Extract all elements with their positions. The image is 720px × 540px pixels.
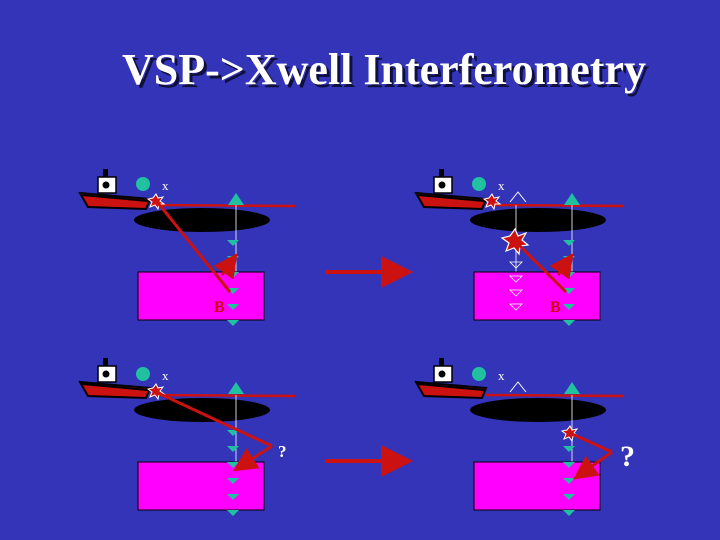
panel-top-left: x B: [79, 168, 296, 326]
anomaly-lens: [134, 208, 270, 232]
panel-top-right: x B: [415, 168, 625, 326]
virtual-well-triangle: [509, 191, 527, 203]
well-triangle-icon: [228, 193, 244, 205]
x-mark-label: x: [162, 178, 169, 193]
ray-up: [213, 253, 238, 280]
ray-down: [516, 242, 568, 294]
sea-surface-line: [149, 393, 296, 398]
buoy-icon: [136, 177, 150, 191]
sea-surface-line: [485, 393, 625, 398]
sea-surface-line: [485, 203, 625, 208]
ray-return: [573, 450, 613, 480]
panel-bottom-right: x ?: [415, 357, 635, 516]
x-mark-label: x: [498, 368, 505, 383]
panel-bottom-left: x ?: [79, 357, 296, 516]
sea-surface-line: [149, 203, 296, 208]
virtual-receiver-array: [509, 261, 523, 311]
unknown-label: ?: [620, 440, 635, 473]
source-burst-icon: [483, 193, 501, 210]
slide-title: VSP->Xwell Interferometry: [122, 45, 646, 94]
buoy-icon: [136, 367, 150, 381]
well-triangle-icon: [564, 193, 580, 205]
ray-out: [157, 391, 273, 448]
anomaly-lens: [470, 398, 606, 422]
x-mark-label: x: [162, 368, 169, 383]
virtual-well-triangle: [509, 381, 527, 393]
reflector-layer: [137, 461, 265, 511]
ray-out: [571, 432, 613, 454]
x-mark-label: x: [498, 178, 505, 193]
reflector-layer: [473, 271, 601, 321]
well-triangle-icon: [228, 382, 244, 394]
ray-up: [549, 253, 574, 280]
reflector-layer: [137, 271, 265, 321]
ray-return: [232, 444, 273, 472]
unknown-label: ?: [278, 442, 287, 461]
reflector-label: B: [550, 299, 561, 316]
anomaly-lens: [134, 398, 270, 422]
buoy-icon: [472, 177, 486, 191]
anomaly-lens: [470, 208, 606, 232]
reflector-label: B: [214, 299, 225, 316]
reflector-layer: [473, 461, 601, 511]
buoy-icon: [472, 367, 486, 381]
source-burst-icon: [147, 383, 165, 400]
well-triangle-icon: [564, 382, 580, 394]
source-burst-icon: [561, 425, 579, 442]
